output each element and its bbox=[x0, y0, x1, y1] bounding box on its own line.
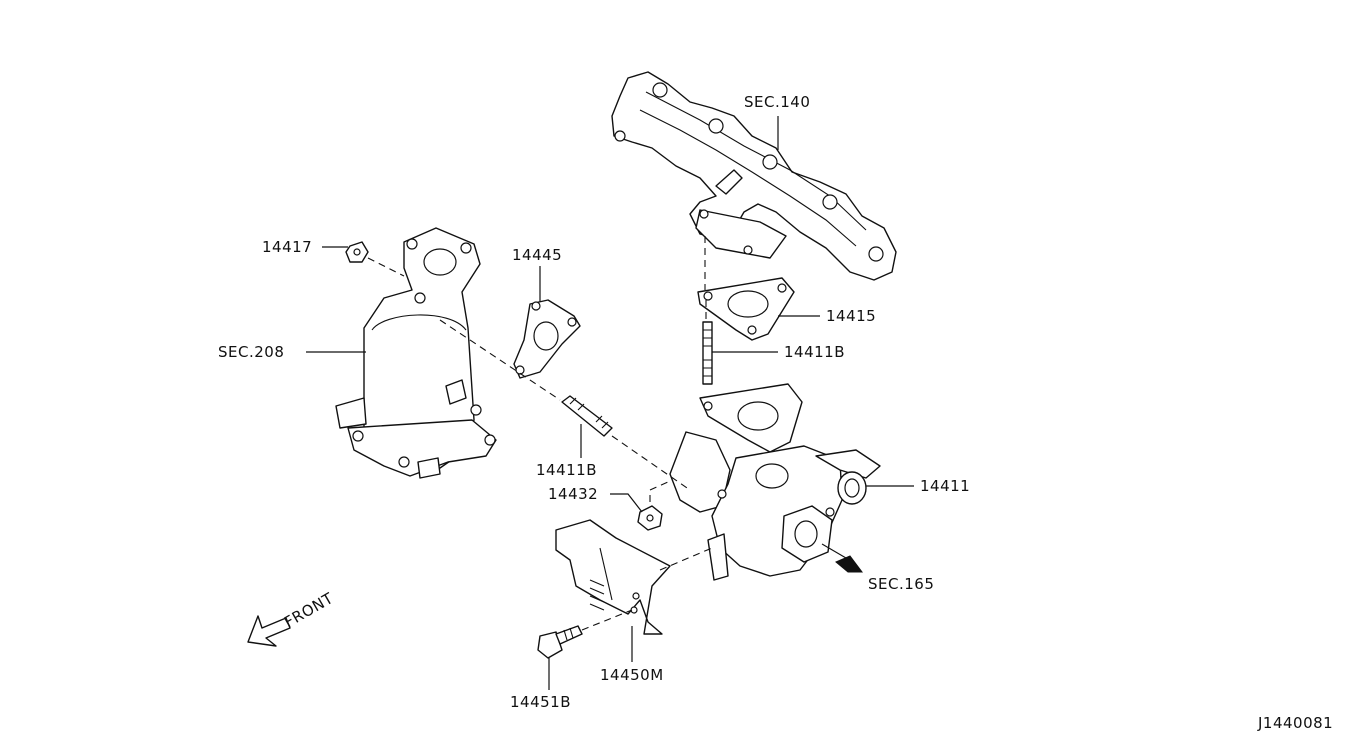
label-14432: 14432 bbox=[548, 485, 598, 503]
assembly-line-nut-converter bbox=[367, 257, 405, 277]
diagram-id: J1440081 bbox=[1257, 714, 1333, 732]
gasket-14445 bbox=[513, 299, 581, 379]
label-14411b-upper: 14411B bbox=[784, 343, 845, 361]
label-front: FRONT bbox=[281, 589, 337, 632]
label-sec140: SEC.140 bbox=[744, 93, 810, 111]
label-14411: 14411 bbox=[920, 477, 970, 495]
nut-14432 bbox=[637, 505, 663, 531]
label-14445: 14445 bbox=[512, 246, 562, 264]
exhaust-manifold bbox=[611, 71, 897, 281]
bolt-14451b bbox=[537, 625, 583, 659]
turbocharger-14411 bbox=[669, 383, 881, 581]
nut-14417 bbox=[345, 241, 369, 263]
stud-14411b-upper bbox=[702, 321, 713, 385]
label-14411b-lower: 14411B bbox=[536, 461, 597, 479]
stud-14411b-lower bbox=[561, 395, 613, 437]
front-arrow bbox=[247, 615, 291, 647]
label-sec165: SEC.165 bbox=[868, 575, 934, 593]
label-14415: 14415 bbox=[826, 307, 876, 325]
label-14417: 14417 bbox=[262, 238, 312, 256]
catalytic-converter bbox=[335, 227, 497, 479]
sec165-arrow bbox=[821, 543, 863, 573]
label-14450m: 14450M bbox=[600, 666, 664, 684]
leader-14432 bbox=[610, 493, 643, 513]
gasket-14415 bbox=[697, 277, 795, 341]
assembly-line-stud-turbo bbox=[611, 435, 691, 491]
label-14451b: 14451B bbox=[510, 693, 571, 711]
assembly-line-insulator-turbo bbox=[659, 547, 713, 571]
assembly-line-converter-stud bbox=[439, 319, 561, 401]
assembly-line-bolt-insulator bbox=[581, 609, 633, 631]
label-sec208: SEC.208 bbox=[218, 343, 284, 361]
assembly-line-nut-turbo bbox=[649, 481, 669, 502]
heat-insulator-14450m bbox=[555, 519, 671, 635]
